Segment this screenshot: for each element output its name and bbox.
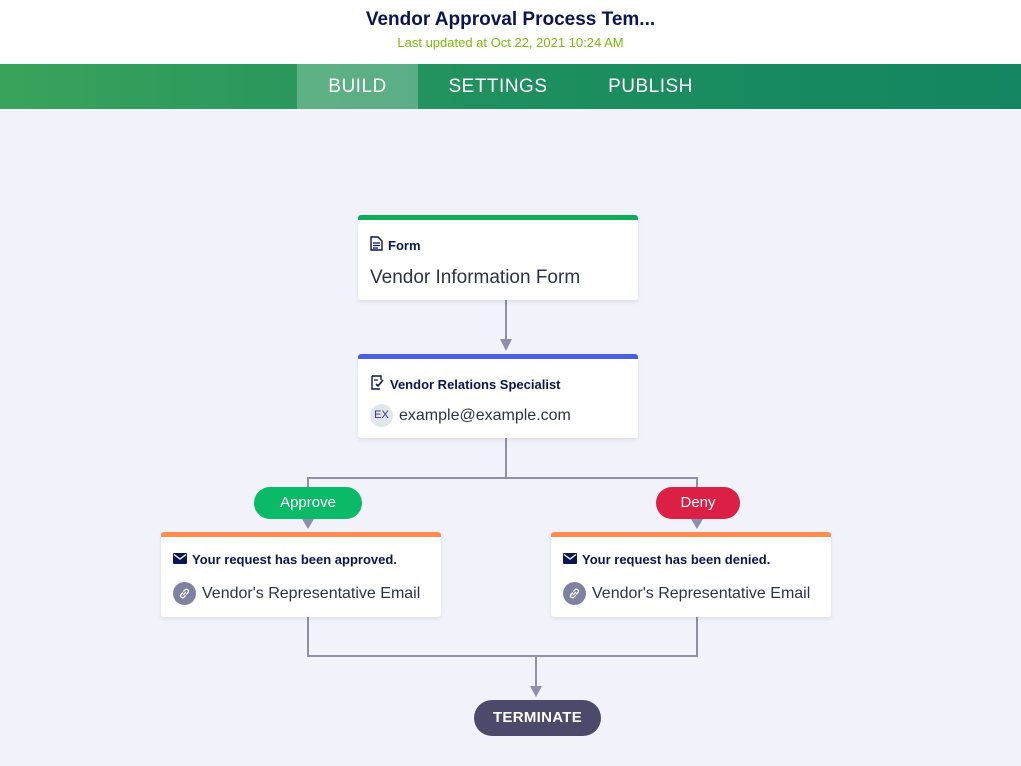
arrow-head [500,339,512,351]
arrow-head [302,519,314,529]
tab-build[interactable]: BUILD [297,64,418,109]
app-header: Vendor Approval Process Tem... Last upda… [0,0,1021,64]
approval-node-accent [358,354,638,359]
envelope-icon [563,552,577,567]
denied-email-title: Your request has been denied. [582,552,771,567]
approved-recipient: Vendor's Representative Email [202,584,421,602]
arrow-head [691,519,703,529]
arrow-head [530,686,542,697]
approved-email-node[interactable]: Your request has been approved. Vendor's… [161,532,441,617]
page-title[interactable]: Vendor Approval Process Tem... [365,9,656,30]
approved-email-title: Your request has been approved. [192,552,397,567]
form-node-header: Form [370,236,421,254]
tab-settings[interactable]: SETTINGS [448,76,548,97]
approval-node[interactable]: Vendor Relations Specialist EX example@e… [358,354,638,438]
denied-recipient-row: Vendor's Representative Email [563,582,810,605]
denied-recipient: Vendor's Representative Email [592,584,811,602]
approved-recipient-row: Vendor's Representative Email [173,582,420,605]
assignee-email: example@example.com [399,406,571,424]
approved-email-header: Your request has been approved. [173,552,397,567]
link-icon [563,582,586,605]
top-navigation: BUILD SETTINGS PUBLISH [0,64,1021,109]
denied-email-header: Your request has been denied. [563,552,770,567]
envelope-icon [173,552,187,567]
approval-node-title: Vendor Relations Specialist [390,376,561,392]
connector-approval-split [307,438,698,495]
denied-email-accent [551,532,831,537]
form-node-accent [358,215,638,220]
form-node-name: Vendor Information Form [370,267,581,288]
form-node[interactable]: Form Vendor Information Form [358,215,638,300]
link-icon [173,582,196,605]
approval-icon [370,375,385,393]
connector-merge [307,617,698,688]
form-node-type: Form [388,237,421,253]
last-updated-text: Last updated at Oct 22, 2021 10:24 AM [397,35,624,50]
form-icon [370,236,383,254]
tab-publish[interactable]: PUBLISH [608,76,693,97]
approval-node-header: Vendor Relations Specialist [370,375,561,393]
approved-email-accent [161,532,441,537]
assignee-row: EX example@example.com [370,404,571,427]
approve-branch-button[interactable]: Approve [254,487,362,519]
deny-branch-button[interactable]: Deny [656,487,740,519]
terminate-node[interactable]: TERMINATE [474,700,601,736]
assignee-avatar: EX [370,404,393,427]
denied-email-node[interactable]: Your request has been denied. Vendor's R… [551,532,831,617]
